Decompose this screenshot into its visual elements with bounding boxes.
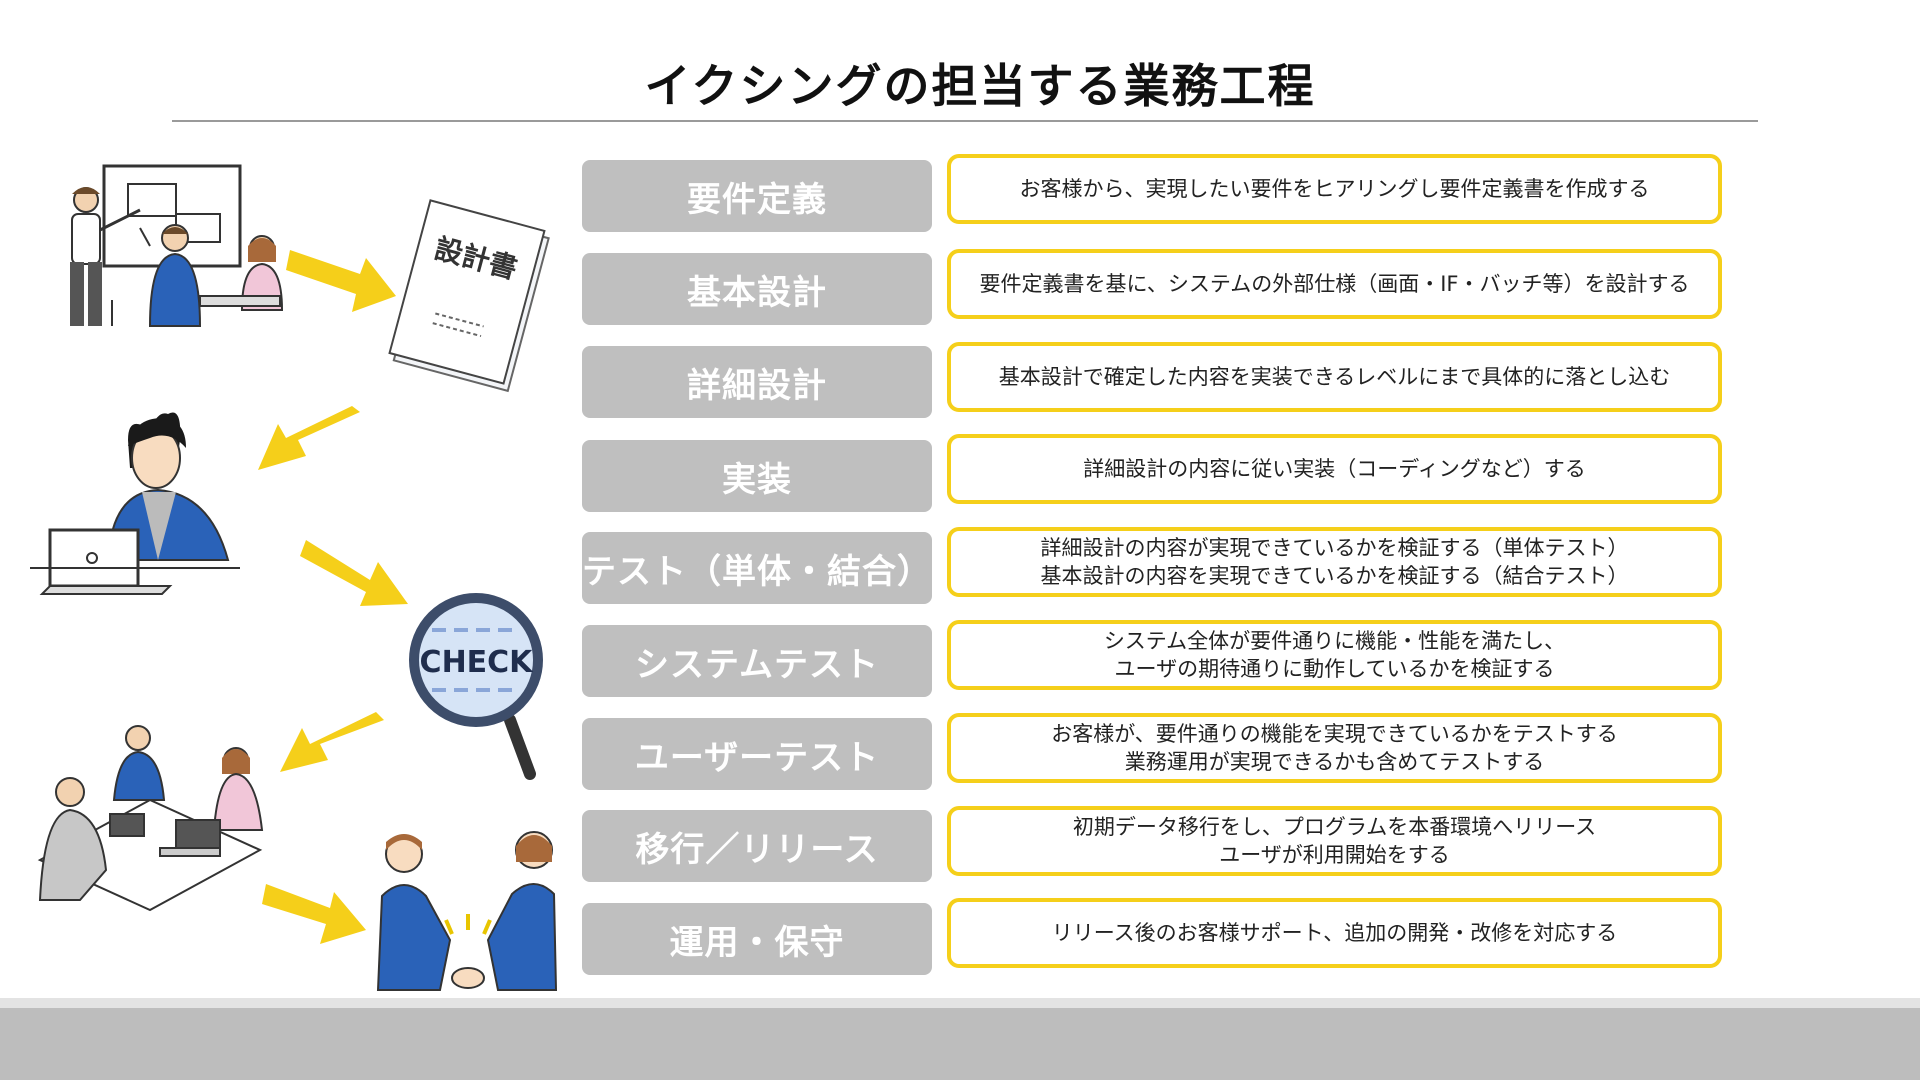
step-desc-line: 基本設計で確定した内容を実装できるレベルにまで具体的に落とし込む [999,363,1671,391]
step-label-requirements: 要件定義 [582,160,932,232]
step-label-operation-maintenance: 運用・保守 [582,903,932,975]
footer-bar [0,998,1920,1080]
step-desc-migration-release: 初期データ移行をし、プログラムを本番環境へリリース ユーザが利用開始をする [947,806,1722,876]
step-desc-operation-maintenance: リリース後のお客様サポート、追加の開発・改修を対応する [947,898,1722,968]
step-desc-basic-design: 要件定義書を基に、システムの外部仕様（画面・IF・バッチ等）を設計する [947,249,1722,319]
step-label-user-test: ユーザーテスト [582,718,932,790]
step-desc-line: ユーザが利用開始をする [1219,841,1450,869]
step-label-basic-design: 基本設計 [582,253,932,325]
step-desc-line: ユーザの期待通りに動作しているかを検証する [1115,655,1555,683]
step-desc-line: 業務運用が実現できるかも含めてテストする [1125,748,1545,776]
step-desc-unit-integration-test: 詳細設計の内容が実現できているかを検証する（単体テスト） 基本設計の内容を実現で… [947,527,1722,597]
step-desc-line: リリース後のお客様サポート、追加の開発・改修を対応する [1052,919,1618,947]
step-desc-requirements: お客様から、実現したい要件をヒアリングし要件定義書を作成する [947,154,1722,224]
step-desc-line: お客様が、要件通りの機能を実現できているかをテストする [1051,720,1618,748]
step-desc-line: 初期データ移行をし、プログラムを本番環境へリリース [1073,813,1596,841]
step-desc-detailed-design: 基本設計で確定した内容を実装できるレベルにまで具体的に落とし込む [947,342,1722,412]
step-desc-line: 基本設計の内容を実現できているかを検証する（結合テスト） [1041,562,1629,590]
step-label-unit-integration-test: テスト（単体・結合） [582,532,932,604]
step-desc-user-test: お客様が、要件通りの機能を実現できているかをテストする 業務運用が実現できるかも… [947,713,1722,783]
step-desc-implementation: 詳細設計の内容に従い実装（コーディングなど）する [947,434,1722,504]
step-desc-line: お客様から、実現したい要件をヒアリングし要件定義書を作成する [1020,175,1650,203]
step-desc-system-test: システム全体が要件通りに機能・性能を満たし、 ユーザの期待通りに動作しているかを… [947,620,1722,690]
step-desc-line: システム全体が要件通りに機能・性能を満たし、 [1104,627,1565,655]
step-label-system-test: システムテスト [582,625,932,697]
step-desc-line: 詳細設計の内容に従い実装（コーディングなど）する [1083,455,1586,483]
step-label-detailed-design: 詳細設計 [582,346,932,418]
step-desc-line: 要件定義書を基に、システムの外部仕様（画面・IF・バッチ等）を設計する [979,270,1689,298]
step-desc-line: 詳細設計の内容が実現できているかを検証する（単体テスト） [1041,534,1629,562]
process-steps: 要件定義 お客様から、実現したい要件をヒアリングし要件定義書を作成する 基本設計… [0,0,1920,1000]
step-label-migration-release: 移行／リリース [582,810,932,882]
step-label-implementation: 実装 [582,440,932,512]
